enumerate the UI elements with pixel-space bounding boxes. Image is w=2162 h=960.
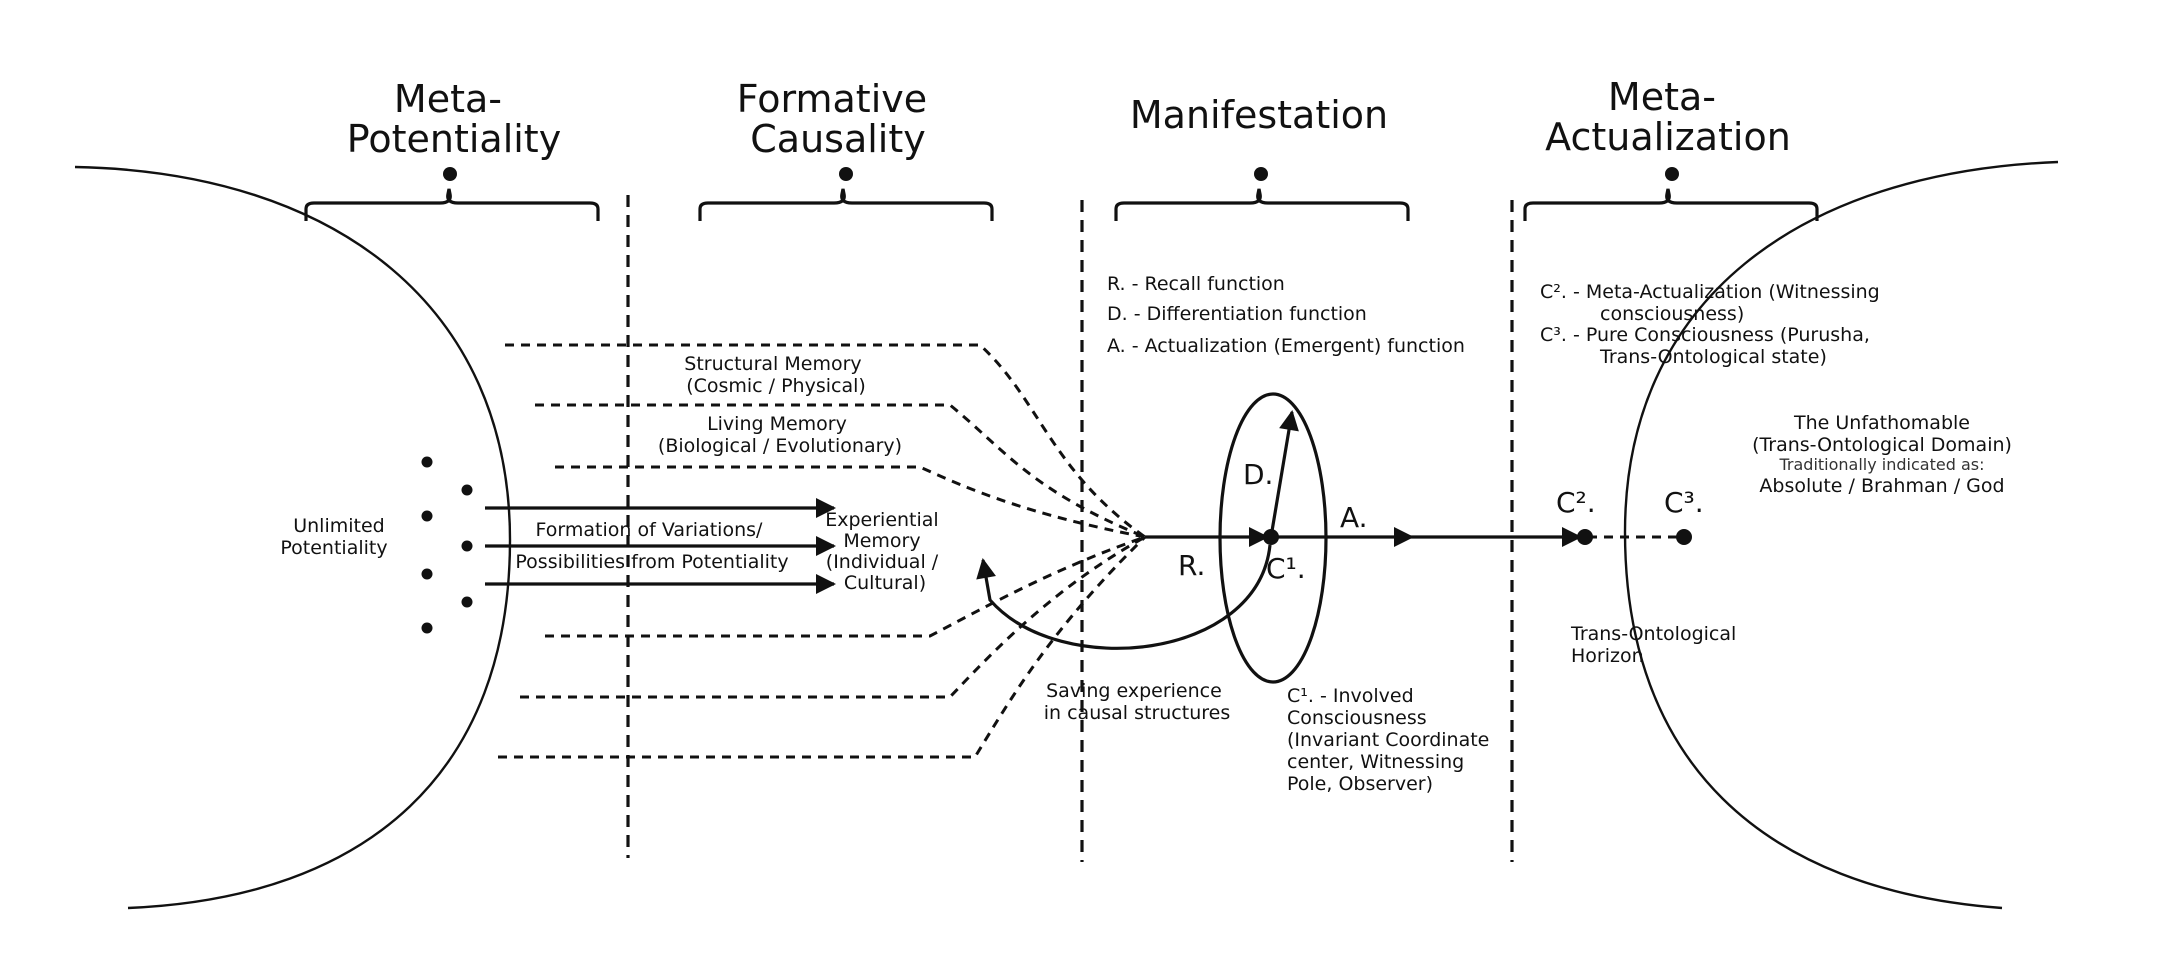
unfathomable-subtitle: (Trans-Ontological Domain) <box>1752 434 2012 456</box>
c1-point <box>1263 529 1279 545</box>
manifestation-ellipse <box>1218 392 1328 684</box>
symbol-c1: C¹. <box>1266 552 1306 585</box>
symbol-a: A. <box>1340 501 1368 534</box>
experiential-memory-label: Experiential Memory (Individual / Cultur… <box>825 509 945 594</box>
unfathomable-names: Absolute / Brahman / God <box>1759 475 2004 497</box>
brace-manifestation <box>1114 167 1410 221</box>
potentiality-dots <box>421 456 473 634</box>
differentiation-arrow <box>1269 410 1299 538</box>
header-formative-causality: Formative Causality <box>737 77 939 161</box>
symbol-d: D. <box>1243 458 1273 491</box>
saving-experience-label: Saving experience in causal structures <box>1044 680 1230 724</box>
c-legend: C². - Meta-Actualization (Witnessing con… <box>1540 281 1886 368</box>
unfathomable-note: Traditionally indicated as: <box>1779 455 1985 474</box>
header-meta-potentiality: Meta- Potentiality <box>347 77 561 161</box>
living-memory-label: Living Memory (Biological / Evolutionary… <box>658 413 902 457</box>
structural-memory-label: Structural Memory (Cosmic / Physical) <box>684 353 867 397</box>
symbol-c2: C². <box>1556 486 1596 519</box>
unfathomable-title: The Unfathomable <box>1793 412 1970 434</box>
formation-variations-label: Formation of Variations/ Possibilities f… <box>515 519 788 573</box>
brace-meta-potentiality <box>304 167 600 221</box>
right-arc <box>1623 160 2059 910</box>
header-manifestation: Manifestation <box>1130 93 1388 137</box>
saving-loop-arrow <box>976 544 1272 650</box>
unlimited-potentiality-label: Unlimited Potentiality <box>280 515 390 559</box>
header-meta-actualization: Meta- Actualization <box>1545 75 1791 159</box>
variation-arrows <box>485 498 836 594</box>
symbol-r: R. <box>1178 549 1205 582</box>
c3-point <box>1676 529 1692 545</box>
brace-formative-causality <box>698 167 994 221</box>
symbol-c3: C³. <box>1664 486 1704 519</box>
c2-point <box>1577 529 1593 545</box>
horizon-label: Trans-Ontological Horizon <box>1570 623 1742 667</box>
brace-meta-actualization <box>1523 167 1819 221</box>
functions-legend: R. - Recall function D. - Differentiatio… <box>1107 273 1465 357</box>
left-arc <box>74 165 512 910</box>
c1-description: C¹. - Involved Consciousness (Invariant … <box>1287 685 1495 795</box>
